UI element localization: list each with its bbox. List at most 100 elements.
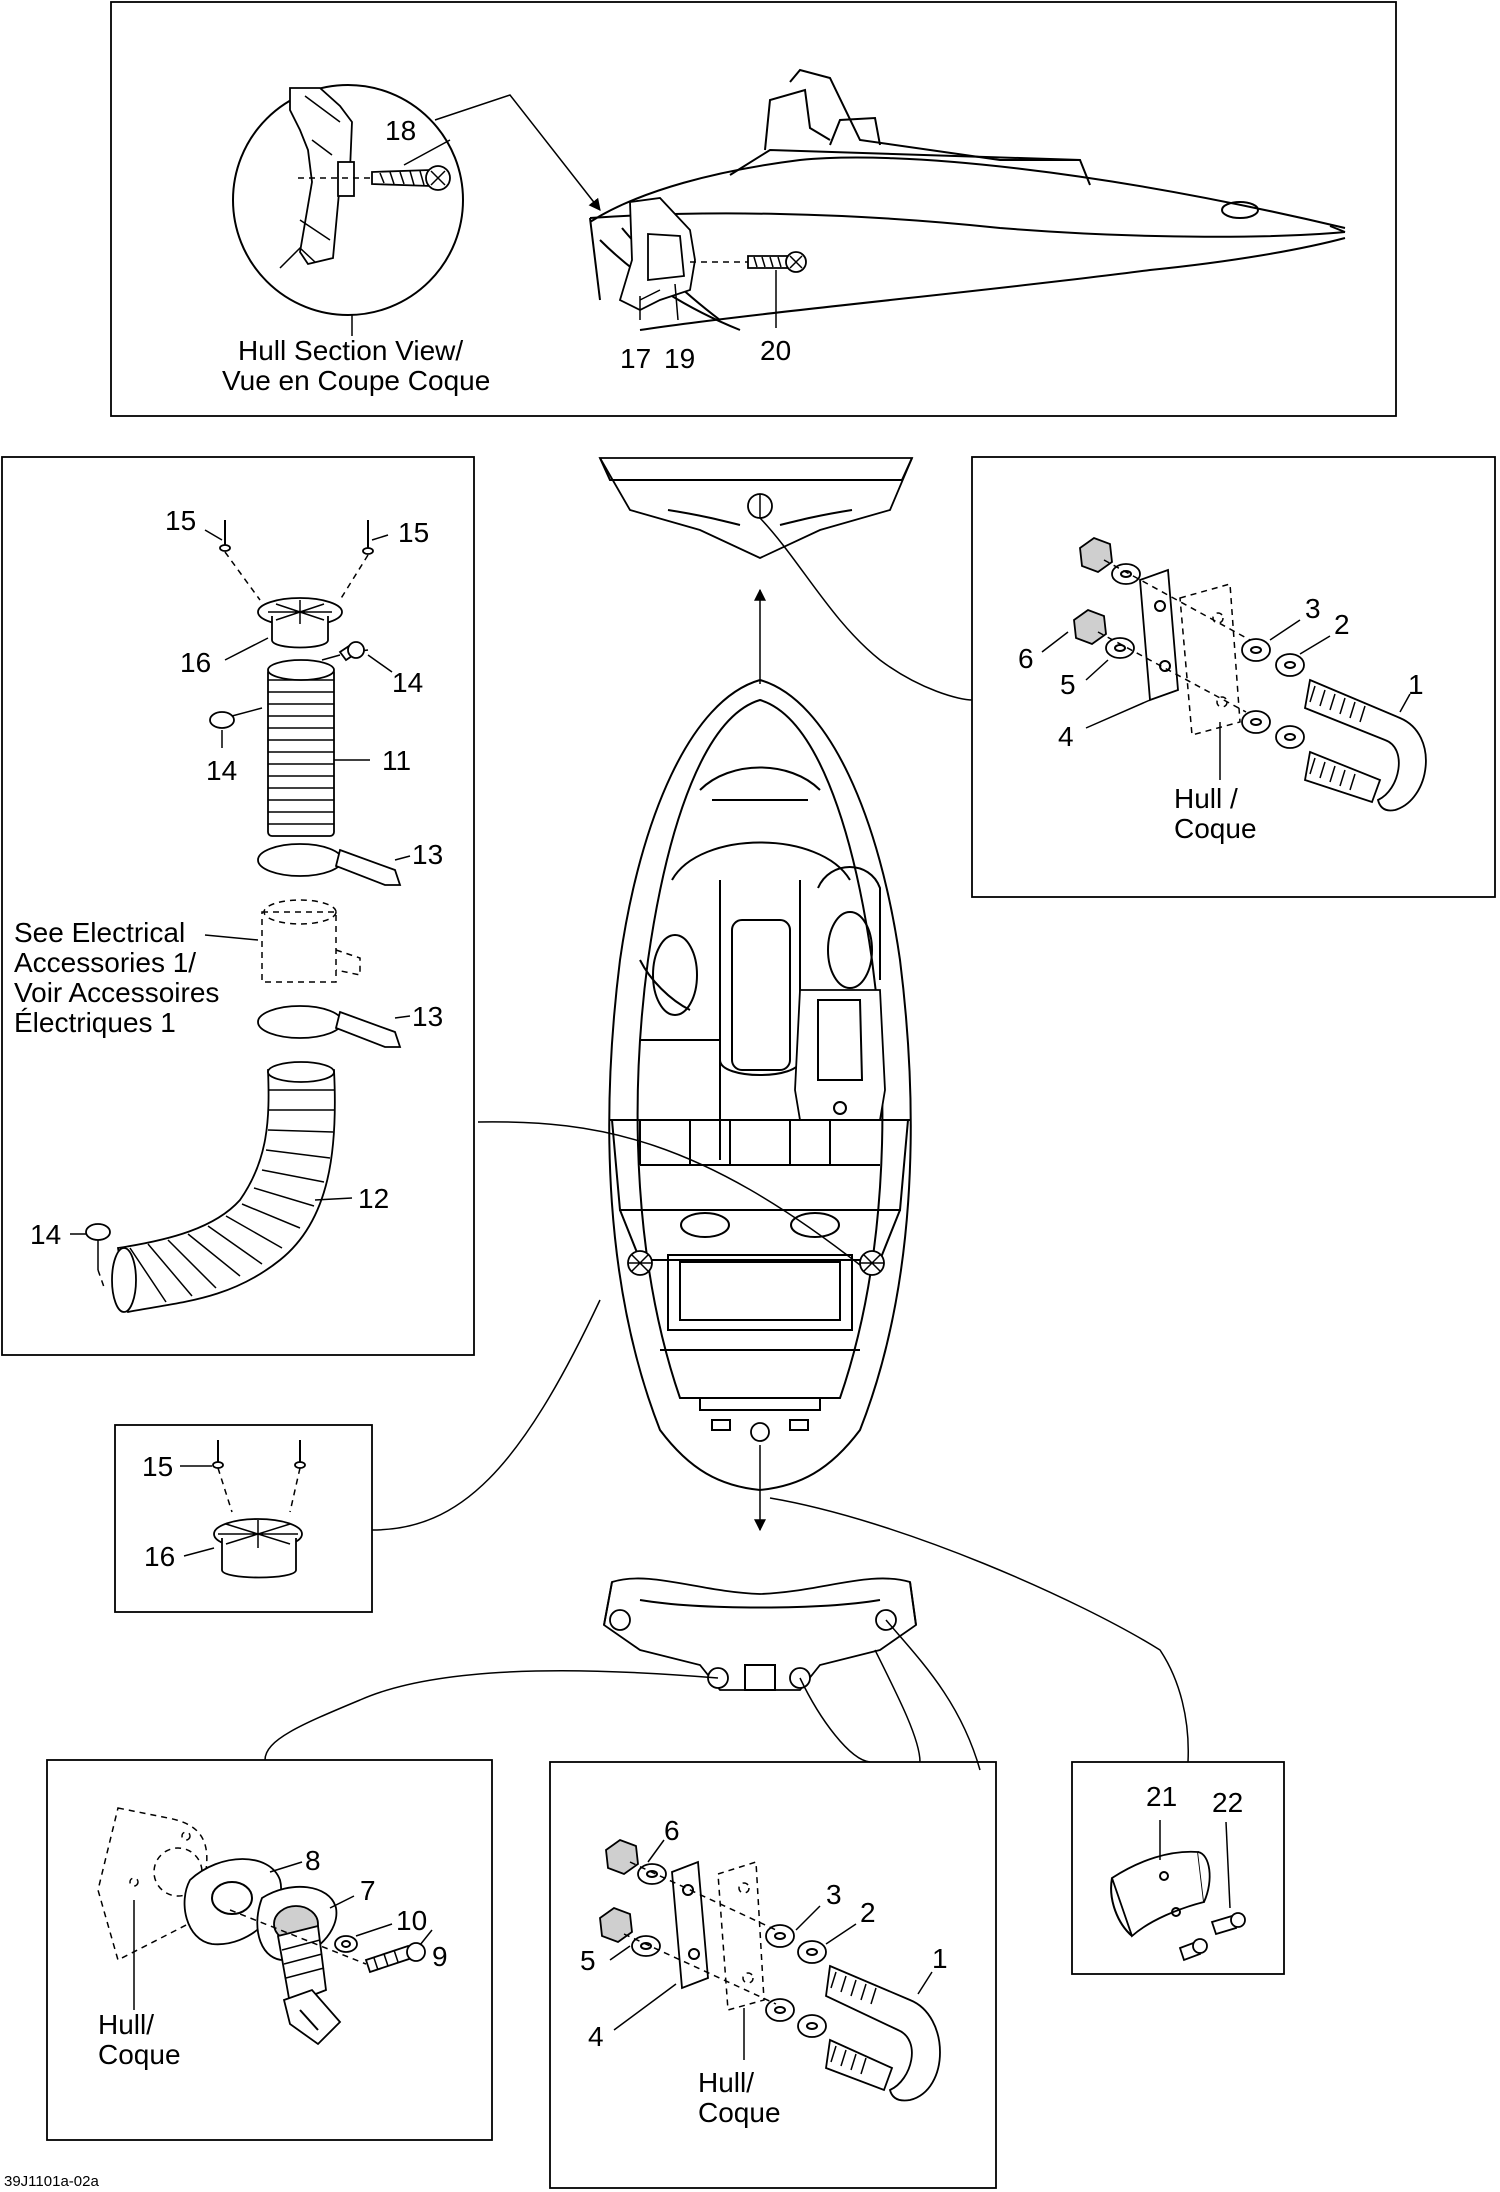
callout-10: 10 bbox=[396, 1905, 427, 1936]
hull-section-panel: 18 Hull Section View/ Vue en Coupe Coque bbox=[110, 1, 1397, 417]
see-electrical-line1: See Electrical bbox=[14, 917, 185, 948]
callout-14a: 14 bbox=[392, 667, 423, 698]
callout-20: 20 bbox=[760, 335, 791, 366]
leader-2 bbox=[1299, 635, 1331, 655]
callout-3: 3 bbox=[1305, 593, 1321, 624]
callout-1b: 1 bbox=[932, 1943, 948, 1974]
leader-5 bbox=[1085, 659, 1109, 681]
callout-6b: 6 bbox=[664, 1815, 680, 1846]
hull-section-caption-line1: Hull Section View/ bbox=[238, 335, 463, 366]
bow-eye-piece bbox=[598, 457, 973, 701]
leader-stern-to-drain bbox=[264, 1669, 719, 1761]
callout-13a: 13 bbox=[412, 839, 443, 870]
small-vent-panel: 15 16 bbox=[114, 1424, 373, 1613]
hull-coque-c-line1: Hull/ bbox=[698, 2067, 754, 2098]
callout-15c: 15 bbox=[142, 1451, 173, 1482]
hull-coque-c-line2: Coque bbox=[698, 2097, 781, 2128]
leader-15b bbox=[371, 534, 389, 541]
leader-6b bbox=[647, 1839, 665, 1863]
callout-14b: 14 bbox=[206, 755, 237, 786]
leader-7 bbox=[329, 1895, 355, 1909]
leader-4b bbox=[613, 1983, 677, 2031]
leader-14a bbox=[367, 654, 393, 673]
callout-5b: 5 bbox=[580, 1945, 596, 1976]
leader-19 bbox=[674, 283, 679, 321]
drain-plug-panel: 8 7 10 9 Hull/ Coque bbox=[46, 1759, 493, 2141]
leader-15a bbox=[204, 529, 223, 541]
callout-16b: 16 bbox=[144, 1541, 175, 1572]
callout-2: 2 bbox=[1334, 609, 1350, 640]
callout-3b: 3 bbox=[826, 1879, 842, 1910]
leader-5b bbox=[609, 1945, 631, 1961]
leader-13a bbox=[394, 855, 411, 861]
callout-1: 1 bbox=[1408, 669, 1424, 700]
leader-18 bbox=[403, 139, 451, 166]
leader-electrical bbox=[204, 934, 259, 941]
leader-hose-to-deck bbox=[477, 1121, 861, 1266]
drawing-code: 39J1101a-02a bbox=[4, 2173, 99, 2190]
callout-19: 19 bbox=[664, 343, 695, 374]
callout-4b: 4 bbox=[588, 2021, 604, 2052]
hull-coque-b-line2: Coque bbox=[98, 2039, 181, 2070]
boat-top-view bbox=[371, 588, 912, 1532]
leader-3 bbox=[1269, 619, 1301, 641]
right-bracket-frame bbox=[971, 456, 1496, 898]
detail-arrow bbox=[434, 94, 601, 211]
right-bracket-panel: 3 2 6 5 1 4 Hull / Coque bbox=[971, 456, 1496, 898]
small-vent-frame bbox=[114, 1424, 373, 1613]
leader-stern-to-bracket bbox=[799, 1677, 871, 1763]
vent-hose-frame bbox=[1, 456, 475, 1356]
leader-2b bbox=[825, 1923, 857, 1945]
vent-hose-panel: 15 15 16 14 14 11 13 See El bbox=[1, 456, 475, 1356]
callout-15a: 15 bbox=[165, 505, 196, 536]
drain-plug-frame bbox=[46, 1759, 493, 2141]
callout-17: 17 bbox=[620, 343, 651, 374]
callout-11: 11 bbox=[382, 745, 411, 776]
hull-coque-a-line1: Hull / bbox=[1174, 783, 1238, 814]
leader-16 bbox=[224, 637, 269, 661]
callout-8: 8 bbox=[305, 1845, 321, 1876]
callout-21: 21 bbox=[1146, 1781, 1177, 1812]
leader-1 bbox=[1399, 693, 1411, 713]
hull-section-caption-line2: Vue en Coupe Coque bbox=[222, 365, 490, 396]
leader-8 bbox=[269, 1861, 303, 1873]
callout-16: 16 bbox=[180, 647, 211, 678]
bumper-frame bbox=[1071, 1761, 1285, 1975]
callout-15b: 15 bbox=[398, 517, 429, 548]
hull-section-detail bbox=[232, 84, 464, 316]
bottom-bracket-panel: 6 3 2 5 1 4 Hull/ Coque bbox=[549, 1761, 997, 2189]
leader-1b bbox=[917, 1971, 933, 1995]
hull-coque-a-line2: Coque bbox=[1174, 813, 1257, 844]
see-electrical-line2: Accessories 1/ bbox=[14, 947, 196, 978]
leader-12 bbox=[314, 1197, 353, 1201]
callout-13b: 13 bbox=[412, 1001, 443, 1032]
leader-6 bbox=[1041, 631, 1069, 653]
bumper-panel: 21 22 bbox=[1071, 1761, 1285, 1975]
callout-5: 5 bbox=[1060, 669, 1076, 700]
bottom-bracket-frame bbox=[549, 1761, 997, 2189]
leader-3b bbox=[795, 1905, 821, 1931]
leader-16b bbox=[183, 1547, 215, 1557]
see-electrical-line4: Électriques 1 bbox=[14, 1007, 176, 1038]
leader-22 bbox=[1225, 1821, 1231, 1909]
callout-7: 7 bbox=[360, 1875, 376, 1906]
leader-4 bbox=[1085, 699, 1151, 729]
callout-2b: 2 bbox=[860, 1897, 876, 1928]
leader-9 bbox=[419, 1929, 433, 1946]
hull-section-frame bbox=[110, 1, 1397, 417]
leader-10 bbox=[355, 1923, 393, 1937]
callout-12: 12 bbox=[358, 1183, 389, 1214]
hull-coque-b-line1: Hull/ bbox=[98, 2009, 154, 2040]
callout-6: 6 bbox=[1018, 643, 1034, 674]
callout-22: 22 bbox=[1212, 1787, 1243, 1818]
leader-bow-to-bracket bbox=[759, 517, 973, 701]
leader-stern-eye bbox=[769, 1497, 1189, 1763]
leader-stern-to-bumper bbox=[874, 1619, 981, 1771]
stern-piece bbox=[264, 1497, 1189, 1771]
leader-13b bbox=[394, 1015, 411, 1019]
boat-bow-side-view bbox=[589, 68, 1346, 331]
callout-4: 4 bbox=[1058, 721, 1074, 752]
leader-vent-to-deck bbox=[371, 1299, 601, 1531]
callout-14c: 14 bbox=[30, 1219, 61, 1250]
